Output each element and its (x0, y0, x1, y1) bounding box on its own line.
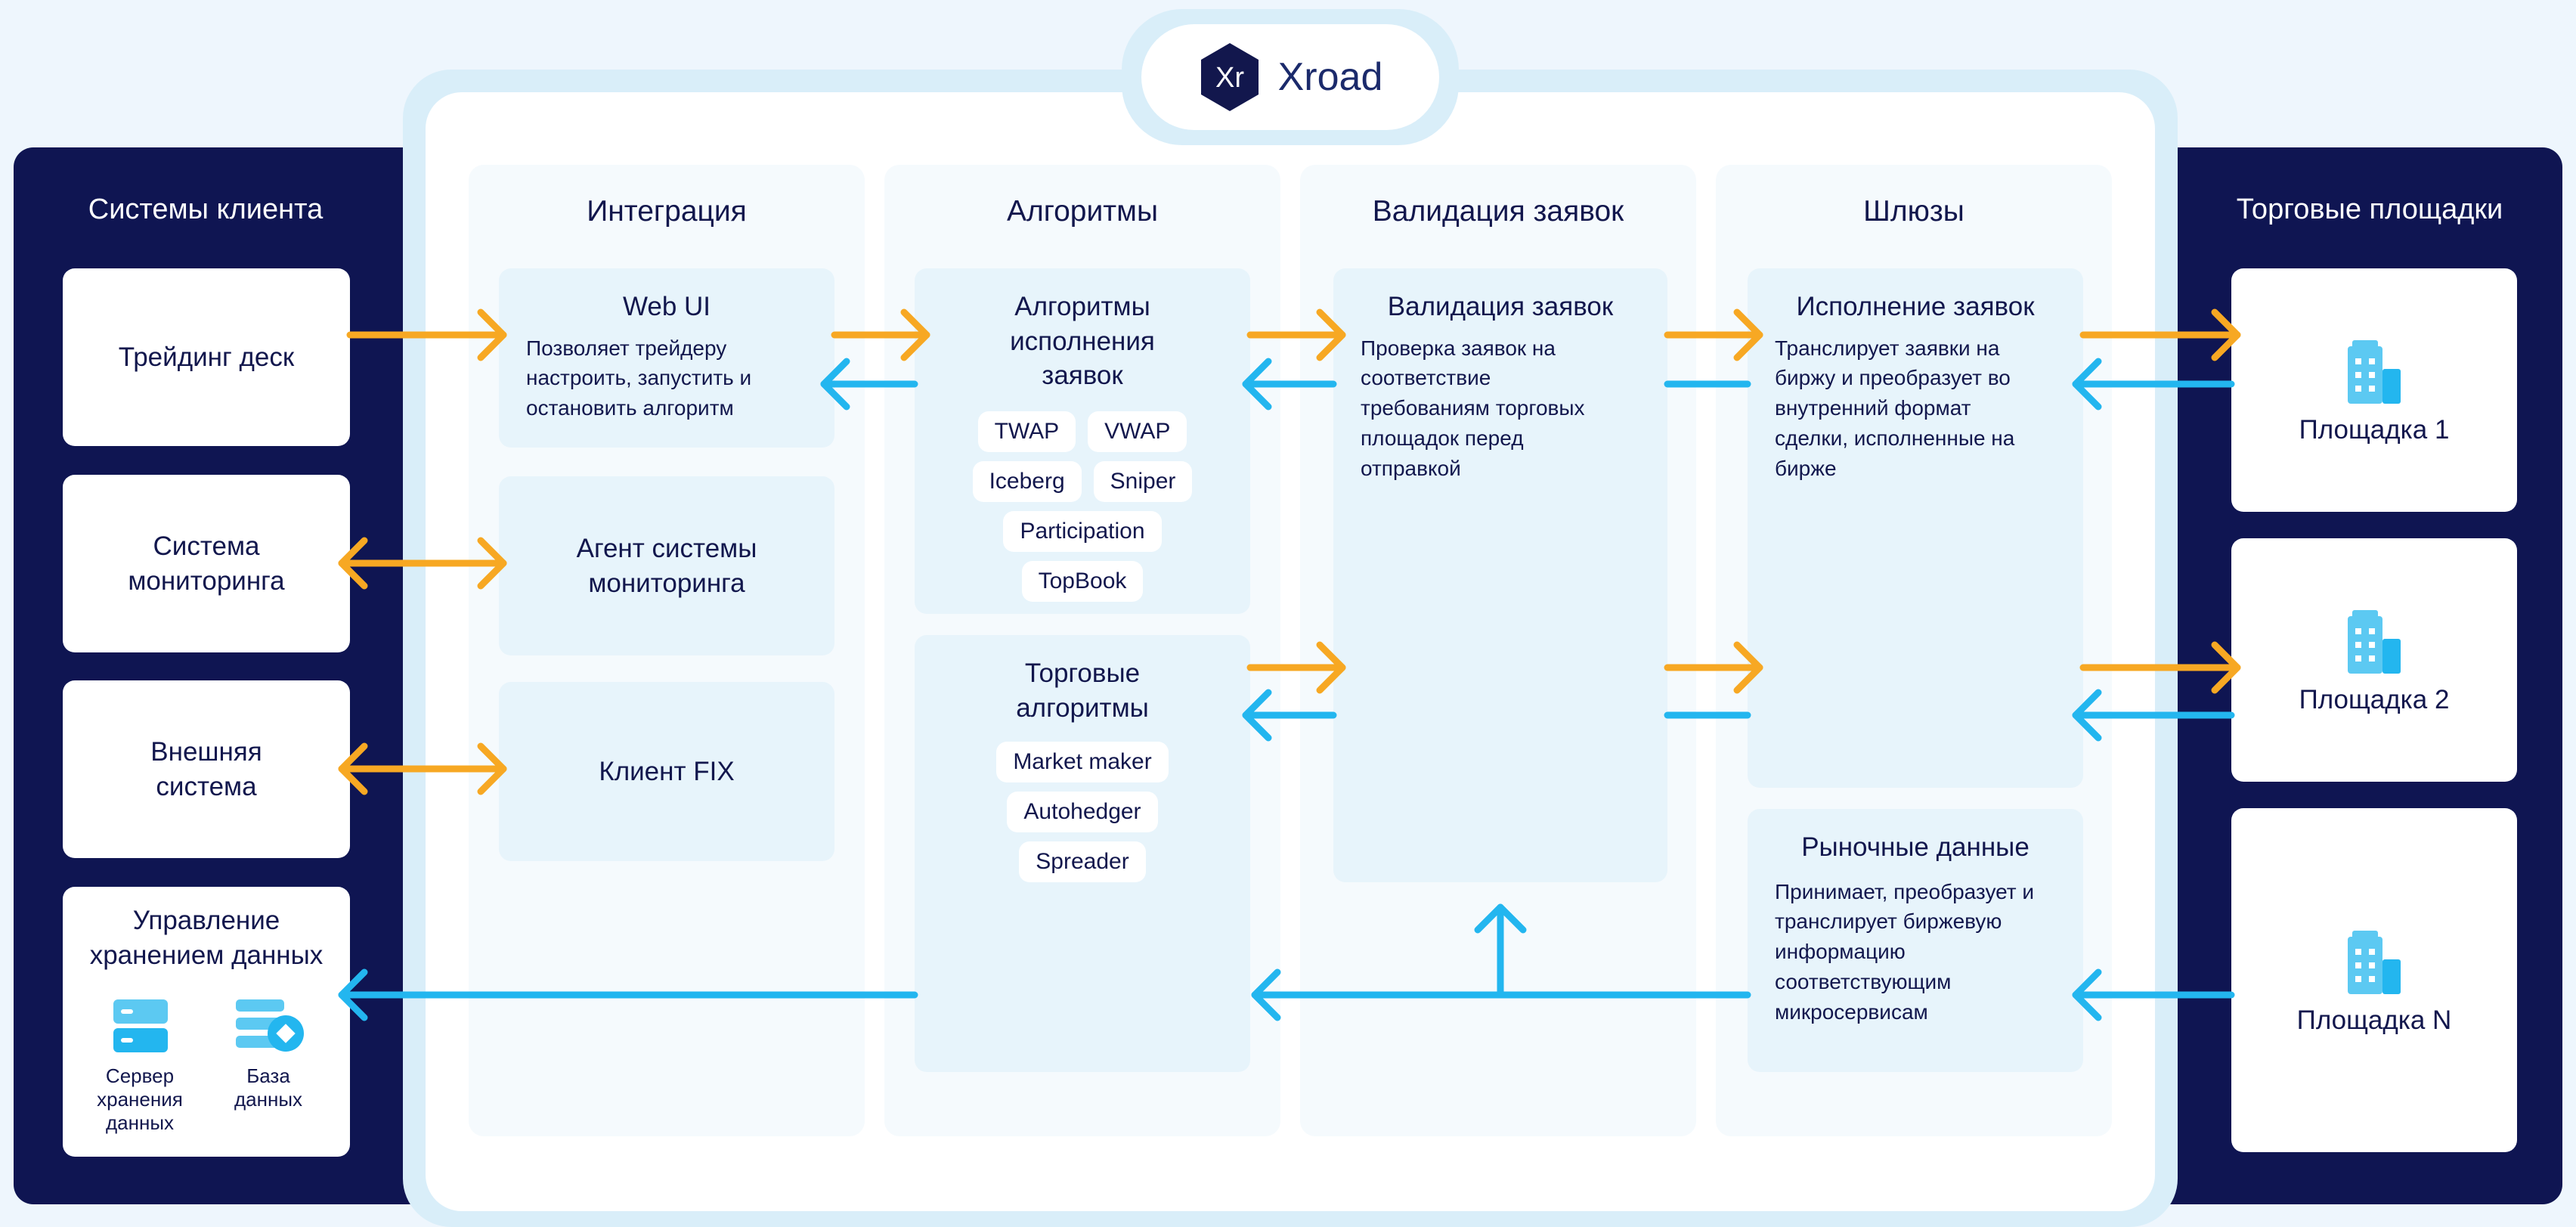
building-icon (2348, 610, 2401, 674)
database-icon (236, 999, 305, 1054)
column-title-validation: Валидация заявок (1372, 195, 1624, 228)
server-icon (113, 999, 168, 1054)
logo: Xr Xroad (1141, 24, 1439, 130)
chip-row: Participation (930, 510, 1235, 552)
market-data-box[interactable]: Рыночные данные Принимает, преобразует и… (1748, 809, 2083, 1072)
chip-row: Autohedger (930, 792, 1235, 832)
webui-title: Web UI (622, 292, 711, 321)
order-execution-title: Исполнение заявок (1796, 292, 2035, 321)
order-execution-box[interactable]: Исполнение заявок Транслирует заявки на … (1748, 268, 2083, 788)
chip-topbook[interactable]: TopBook (1021, 560, 1144, 602)
fix-client-title: Клиент FIX (599, 756, 735, 786)
validation-box[interactable]: Валидация заявок Проверка заявок на соот… (1333, 268, 1667, 882)
trading-algorithms-box[interactable]: Торговые алгоритмы Market maker Autohedg… (915, 635, 1250, 1072)
monitoring-agent-box[interactable]: Агент системы мониторинга (499, 476, 834, 655)
chip-row: Spreader (930, 841, 1235, 882)
building-icon (2348, 931, 2401, 994)
fix-client-box[interactable]: Клиент FIX (499, 682, 834, 861)
venue-label: Площадка 1 (2299, 415, 2450, 445)
svg-text:Xr: Xr (1215, 62, 1244, 94)
chip-row: Market maker (930, 742, 1235, 782)
database-label: База данных (234, 1064, 303, 1111)
client-card-label: Внешняя система (150, 737, 262, 801)
client-card-trading-desk[interactable]: Трейдинг деск (63, 268, 350, 446)
storage-title: Управление хранением данных (89, 906, 324, 970)
chip-iceberg[interactable]: Iceberg (972, 460, 1082, 502)
client-card-external[interactable]: Внешняя система (63, 680, 350, 858)
market-data-title: Рыночные данные (1801, 832, 2030, 862)
chip-participation[interactable]: Participation (1003, 510, 1162, 552)
chip-vwap[interactable]: VWAP (1088, 411, 1187, 452)
client-card-monitoring[interactable]: Система мониторинга (63, 475, 350, 652)
venues-title: Торговые площадки (2236, 194, 2503, 225)
client-systems-title: Системы клиента (88, 194, 324, 225)
xroad-logo-icon: Xr (1200, 43, 1259, 111)
market-data-desc: Принимает, преобразует и транслирует бир… (1775, 879, 2035, 1024)
webui-desc: Позволяет трейдеру настроить, запустить … (526, 336, 752, 420)
webui-box[interactable]: Web UI Позволяет трейдеру настроить, зап… (499, 268, 834, 448)
venue-card-n[interactable]: Площадка N (2231, 808, 2517, 1152)
column-title-integration: Интеграция (587, 195, 747, 228)
client-card-label: Система мониторинга (128, 531, 285, 596)
venue-card-2[interactable]: Площадка 2 (2231, 538, 2517, 782)
chip-market-maker[interactable]: Market maker (996, 742, 1169, 782)
order-execution-desc: Транслирует заявки на биржу и преобразуе… (1775, 336, 2015, 480)
column-title-gateways: Шлюзы (1863, 195, 1965, 228)
execution-algorithms-box[interactable]: Алгоритмы исполнения заявок TWAP VWAP Ic… (915, 268, 1250, 614)
trading-algorithms-title: Торговые алгоритмы (1016, 658, 1149, 723)
venue-label: Площадка N (2296, 1005, 2452, 1035)
venue-card-1[interactable]: Площадка 1 (2231, 268, 2517, 512)
chip-spreader[interactable]: Spreader (1019, 841, 1146, 882)
validation-box-title: Валидация заявок (1387, 292, 1614, 321)
logo-text: Xroad (1277, 55, 1383, 99)
building-icon (2348, 340, 2401, 404)
validation-box-desc: Проверка заявок на соответствие требован… (1361, 336, 1585, 480)
server-label: Сервер хранения данных (97, 1064, 183, 1135)
chip-row: Iceberg Sniper (930, 460, 1235, 502)
chip-twap[interactable]: TWAP (977, 411, 1076, 452)
chip-row: TWAP VWAP (930, 411, 1235, 452)
chip-row: TopBook (930, 560, 1235, 602)
client-card-label: Трейдинг деск (118, 342, 295, 372)
column-title-algorithms: Алгоритмы (1006, 195, 1158, 228)
execution-algorithms-title: Алгоритмы исполнения заявок (1010, 292, 1155, 390)
venue-label: Площадка 2 (2299, 685, 2450, 714)
chip-autohedger[interactable]: Autohedger (1007, 792, 1158, 832)
monitoring-agent-title: Агент системы мониторинга (576, 534, 757, 598)
storage-card[interactable]: Управление хранением данных (63, 887, 350, 1157)
chip-sniper[interactable]: Sniper (1093, 460, 1193, 502)
